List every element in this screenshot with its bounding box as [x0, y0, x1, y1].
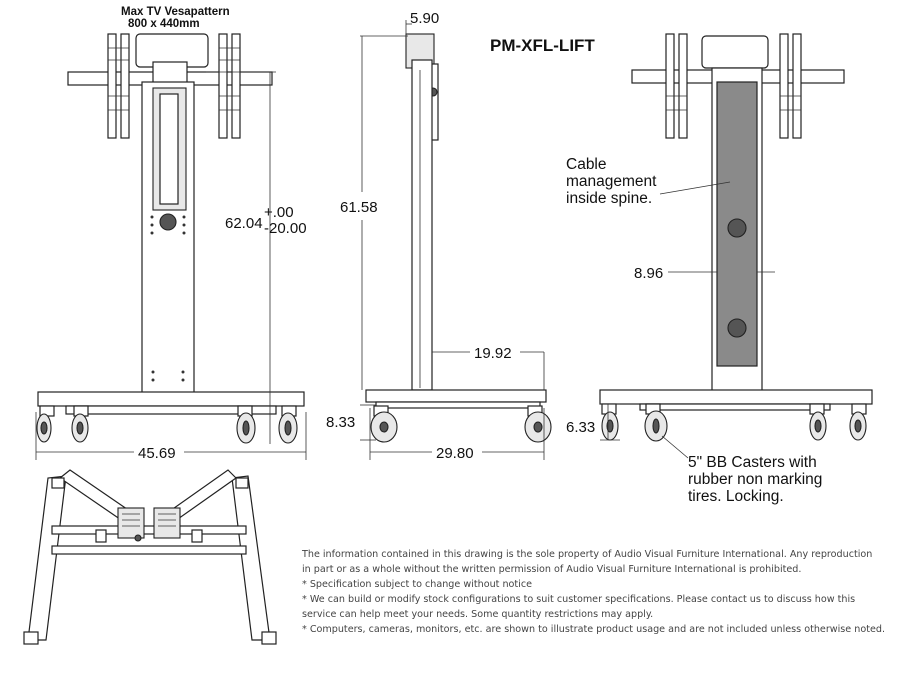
disclaimer-line: The information contained in this drawin… [302, 549, 873, 560]
cable-note-line1: Cable [566, 156, 607, 173]
front-height-label: 62.04 [225, 215, 263, 232]
back-spine-width-label: 8.96 [634, 265, 663, 282]
vesa-label-line2: 800 x 440mm [128, 18, 200, 30]
cable-note-line2: management [566, 173, 657, 190]
model-name: PM-XFL-LIFT [490, 36, 595, 55]
side-arm-offset-label: 19.92 [474, 345, 512, 362]
back-base-height-label: 6.33 [566, 419, 595, 436]
vesa-label-line1: Max TV Vesapattern [121, 6, 230, 18]
cable-note-line3: inside spine. [566, 190, 652, 207]
disclaimer-line: * We can build or modify stock configura… [302, 594, 856, 605]
side-casters [370, 405, 552, 443]
front-casters [36, 405, 298, 444]
front-tolerance-plus: +.00 [264, 204, 294, 221]
side-base-height-label: 8.33 [326, 414, 355, 431]
caster-note-line1: 5" BB Casters with [688, 454, 817, 471]
plan-view [23, 469, 277, 645]
disclaimer-line: * Specification subject to change withou… [302, 579, 533, 590]
back-view: Cable management inside spine. 8.96 6.33… [566, 33, 873, 505]
disclaimer-line: * Computers, cameras, monitors, etc. are… [302, 624, 885, 635]
caster-note-line2: rubber non marking [688, 471, 822, 488]
disclaimer-line: in part or as a whole without the writte… [302, 564, 802, 575]
side-base-depth-label: 29.80 [436, 445, 474, 462]
front-width-label: 45.69 [138, 445, 176, 462]
disclaimer-line: service can help meet your needs. Some q… [302, 609, 654, 620]
side-height-label: 61.58 [340, 199, 378, 216]
side-view: PM-XFL-LIFT [326, 10, 595, 462]
side-top-depth-label: 5.90 [410, 10, 439, 27]
disclaimer-block: The information contained in this drawin… [302, 547, 897, 637]
front-tolerance-minus: -20.00 [264, 220, 307, 237]
back-casters [601, 403, 867, 442]
front-view: Max TV Vesapattern 800 x 440mm [35, 6, 307, 462]
caster-note-line3: tires. Locking. [688, 488, 784, 505]
